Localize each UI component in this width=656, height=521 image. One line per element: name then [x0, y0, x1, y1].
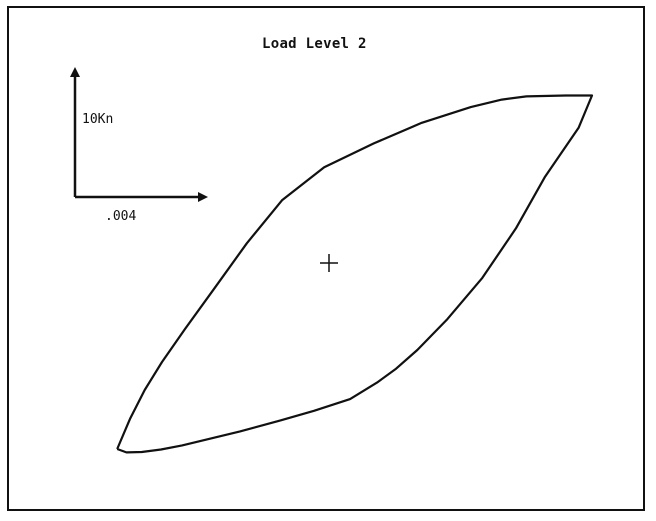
x-scale-label: .004 [105, 209, 137, 224]
origin-marker [320, 254, 338, 272]
series-layer [116, 94, 594, 454]
chart-title: Load Level 2 [262, 36, 367, 52]
y-scale-label: 10Kn [82, 112, 114, 127]
series-line-0 [116, 94, 594, 454]
chart-frame [7, 6, 645, 511]
